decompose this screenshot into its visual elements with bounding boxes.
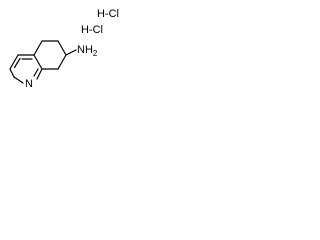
amine-bond [65, 49, 77, 56]
bond [9, 54, 19, 70]
bond [33, 40, 43, 56]
pyridine-ring [9, 54, 43, 84]
hcl-label: H-Cl [81, 24, 103, 36]
chemical-structure-diagram: N NH2 H-Cl H-Cl [9, 8, 119, 90]
double-bond-inner [33, 68, 39, 77]
ring-nitrogen-label: N [25, 78, 33, 90]
amine-label: NH2 [77, 44, 98, 58]
hcl-label: H-Cl [97, 8, 119, 20]
bond [33, 54, 43, 70]
double-bond-inner [13, 57, 21, 69]
bond [57, 54, 67, 70]
bond [9, 68, 15, 78]
bond [13, 76, 24, 84]
bond [36, 68, 43, 80]
bond [57, 40, 67, 56]
saturated-ring [33, 40, 67, 70]
